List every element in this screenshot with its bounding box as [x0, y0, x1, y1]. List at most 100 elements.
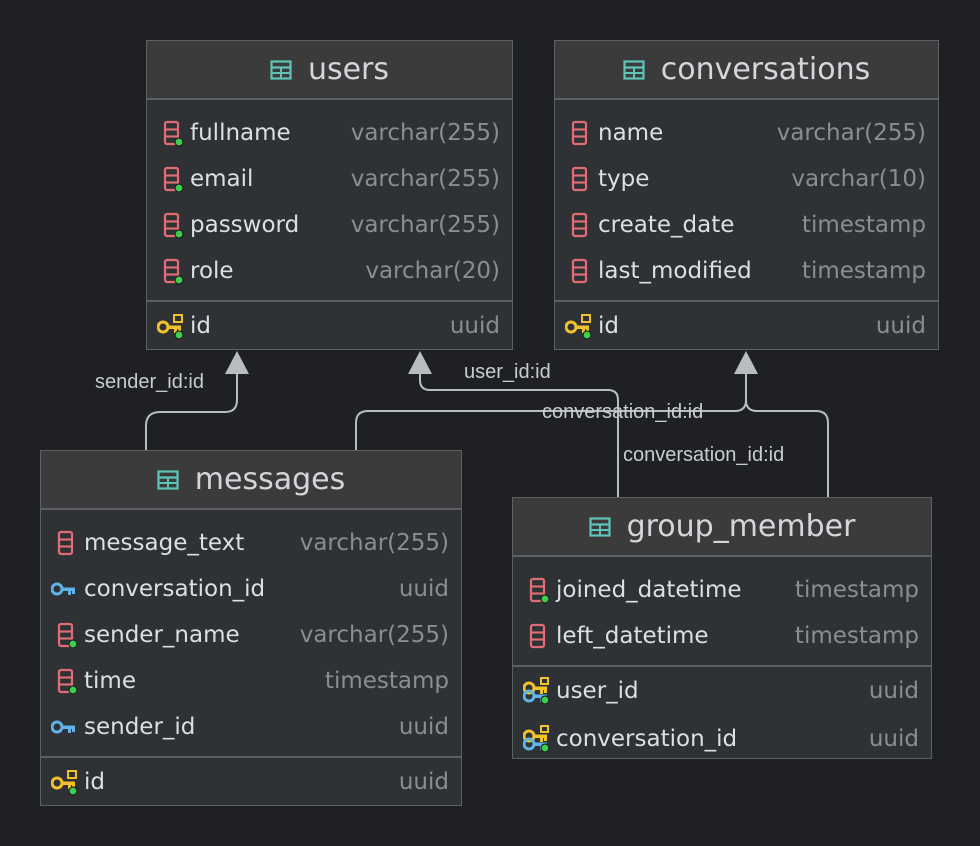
column-name: role [190, 258, 234, 284]
relation-label-sender: sender_id:id [95, 371, 204, 393]
table-messages[interactable]: messages message_text varchar(255) conver… [40, 450, 462, 806]
column-not-null-icon [157, 118, 187, 148]
table-icon [623, 59, 645, 80]
column-row[interactable]: time timestamp [41, 658, 461, 704]
arrowhead-conversations [734, 351, 758, 374]
table-title: conversations [660, 52, 871, 87]
column-name: fullname [190, 120, 291, 146]
column-name: last_modified [598, 258, 752, 284]
foreign-key-icon [50, 574, 81, 604]
column-name: message_text [84, 530, 245, 556]
table-group-member[interactable]: group_member joined_datetime timestamp le… [512, 497, 932, 759]
column-row[interactable]: joined_datetime timestamp [513, 567, 931, 613]
keys-section: id uuid [147, 300, 512, 350]
column-icon [51, 528, 81, 558]
relation-line-gm-conversation [745, 372, 829, 497]
column-name: time [84, 668, 136, 694]
columns-section: message_text varchar(255) conversation_id… [41, 510, 461, 756]
table-title: group_member [626, 509, 856, 544]
primary-foreign-key-icon [522, 724, 553, 754]
columns-section: fullname varchar(255) email varchar(255) p… [147, 100, 512, 300]
table-users[interactable]: users fullname varchar(255) email varchar(… [146, 40, 513, 350]
column-type: uuid [398, 576, 449, 602]
column-row[interactable]: message_text varchar(255) [41, 520, 461, 566]
column-name: email [190, 166, 254, 192]
column-icon [565, 118, 595, 148]
column-type: uuid [449, 313, 500, 339]
column-type: varchar(20) [365, 258, 500, 284]
arrowhead-users-right [408, 351, 432, 374]
column-row[interactable]: conversation_id uuid [41, 566, 461, 612]
columns-section: joined_datetime timestamp left_datetime ti… [513, 557, 931, 665]
column-row[interactable]: role varchar(20) [147, 248, 512, 294]
column-name: conversation_id [84, 576, 266, 602]
column-type: varchar(255) [299, 530, 449, 556]
column-name: sender_name [84, 622, 240, 648]
table-icon [157, 469, 179, 490]
column-not-null-icon [157, 164, 187, 194]
key-row[interactable]: conversation_id uuid [513, 715, 931, 763]
column-name: joined_datetime [556, 577, 742, 603]
arrowhead-users-left [225, 351, 249, 374]
column-type: timestamp [801, 258, 926, 284]
column-icon [565, 210, 595, 240]
column-name: id [190, 313, 211, 339]
column-type: timestamp [794, 577, 919, 603]
column-name: left_datetime [556, 623, 709, 649]
column-name: sender_id [84, 714, 196, 740]
column-name: id [598, 313, 619, 339]
column-row[interactable]: email varchar(255) [147, 156, 512, 202]
relation-line-msg-conversation [355, 372, 747, 450]
column-type: timestamp [324, 668, 449, 694]
column-type: timestamp [801, 212, 926, 238]
column-type: varchar(255) [350, 120, 500, 146]
column-not-null-icon [157, 256, 187, 286]
column-type: timestamp [794, 623, 919, 649]
column-row[interactable]: fullname varchar(255) [147, 110, 512, 156]
column-not-null-icon [51, 620, 81, 650]
table-icon [588, 516, 611, 537]
table-icon [270, 59, 292, 80]
table-header[interactable]: users [147, 41, 512, 100]
primary-key-icon [564, 311, 595, 341]
column-type: uuid [875, 313, 926, 339]
relation-label-msg-conversation: conversation_id:id [542, 401, 704, 423]
column-type: varchar(255) [350, 166, 500, 192]
column-row[interactable]: create_date timestamp [555, 202, 938, 248]
relation-label-user: user_id:id [464, 361, 551, 383]
column-not-null-icon [523, 575, 553, 605]
keys-section: id uuid [555, 300, 938, 350]
column-icon [565, 256, 595, 286]
relation-line-sender [145, 372, 238, 450]
table-header[interactable]: messages [41, 451, 461, 510]
table-header[interactable]: conversations [555, 41, 938, 100]
column-name: create_date [598, 212, 735, 238]
table-header[interactable]: group_member [513, 498, 931, 557]
key-row[interactable]: id uuid [555, 302, 938, 350]
column-type: uuid [868, 726, 919, 752]
column-name: user_id [556, 678, 639, 704]
key-row[interactable]: id uuid [147, 302, 512, 350]
column-name: conversation_id [556, 726, 738, 752]
relation-line-user [419, 372, 619, 497]
column-row[interactable]: last_modified timestamp [555, 248, 938, 294]
column-icon [523, 621, 553, 651]
column-row[interactable]: sender_name varchar(255) [41, 612, 461, 658]
column-type: varchar(255) [299, 622, 449, 648]
column-row[interactable]: left_datetime timestamp [513, 613, 931, 659]
table-title: messages [194, 462, 346, 497]
column-type: varchar(255) [776, 120, 926, 146]
column-name: id [84, 769, 105, 795]
primary-foreign-key-icon [522, 676, 553, 706]
